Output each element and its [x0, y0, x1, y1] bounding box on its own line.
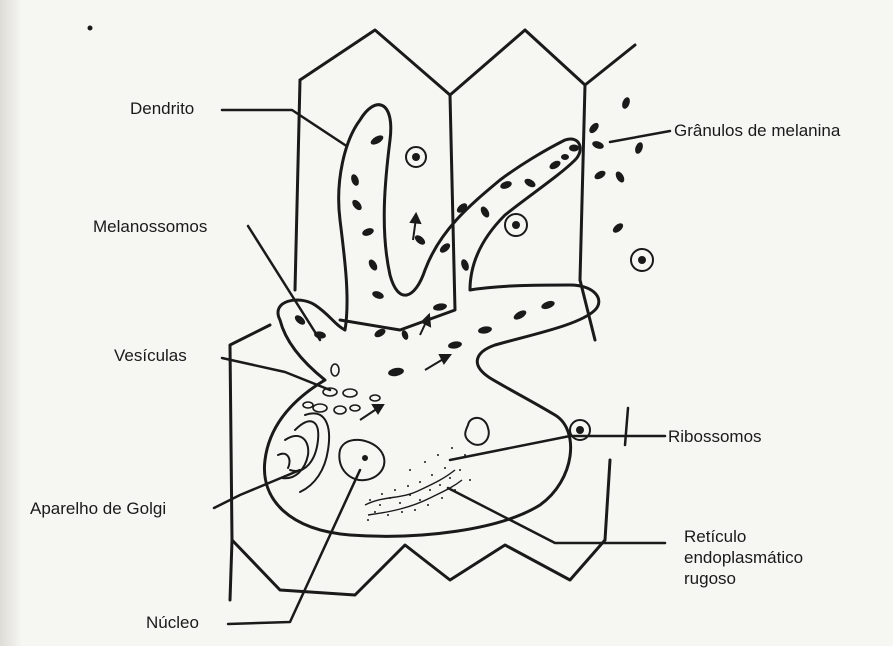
melanin-granule — [634, 141, 645, 155]
keratinocyte-outline — [230, 325, 605, 595]
melanosome — [400, 329, 409, 340]
vesicle — [465, 418, 489, 445]
melanosome — [350, 198, 363, 212]
label-granulos-melanina: Grânulos de melanina — [674, 121, 840, 141]
vesicle — [343, 389, 357, 397]
golgi-stack — [290, 421, 318, 471]
melanosome — [438, 241, 452, 254]
melanosome — [460, 258, 471, 272]
vesicle — [313, 404, 327, 412]
melanosome — [413, 233, 427, 246]
label-reticulo-1: Retículo — [684, 527, 746, 547]
arrow-icon — [411, 214, 420, 223]
melanosome — [361, 227, 375, 238]
melanin-granule — [614, 170, 626, 184]
leader-reticulo — [448, 488, 665, 543]
melanin-granule — [561, 154, 569, 160]
vesicle — [303, 402, 313, 408]
keratinocyte-outline — [300, 30, 455, 330]
melanin-granule — [611, 221, 625, 234]
keratinocyte-outline — [605, 460, 610, 540]
label-reticulo-3: rugoso — [684, 569, 736, 589]
leader-melanossomos — [248, 226, 320, 340]
melanin-granule — [587, 121, 600, 135]
label-nucleo: Núcleo — [146, 613, 199, 633]
melanosome — [432, 302, 447, 311]
label-dendrito: Dendrito — [130, 99, 194, 119]
arrow-icon — [440, 355, 450, 363]
melanosome — [499, 180, 513, 191]
leader-dendrito — [222, 110, 345, 145]
arrow-icon — [373, 405, 383, 413]
vesicle — [350, 405, 360, 411]
label-melanossomos: Melanossomos — [93, 217, 207, 237]
leader-ribossomos — [450, 436, 665, 460]
melanin-granule — [591, 140, 605, 151]
leader-vesiculas — [222, 358, 330, 390]
vesicle — [370, 395, 380, 401]
nucleus-outline — [339, 440, 384, 480]
melanosome — [350, 173, 361, 187]
melanosome-group — [88, 26, 647, 462]
melanosome — [477, 325, 492, 334]
melanosome — [540, 299, 556, 310]
rough-er-outline — [365, 470, 462, 515]
melanosome — [371, 290, 385, 301]
label-vesiculas: Vesículas — [114, 346, 187, 366]
keratinocyte-outline — [585, 45, 635, 85]
melanosome — [479, 205, 491, 219]
label-aparelho-golgi: Aparelho de Golgi — [30, 499, 166, 519]
melanocyte-outline — [264, 105, 598, 537]
melanosome — [548, 159, 562, 171]
leader-granulos — [610, 131, 670, 142]
vesicle — [331, 364, 339, 376]
melanosome — [387, 367, 404, 378]
keratinocyte-outline — [230, 540, 232, 600]
leader-golgi — [214, 470, 300, 508]
vesicle — [334, 406, 346, 414]
arrow-icon — [422, 315, 430, 326]
melanosome — [369, 133, 385, 146]
leader-ribossomos-tick — [625, 408, 628, 445]
melanin-granule — [621, 96, 632, 110]
label-ribossomos: Ribossomos — [668, 427, 762, 447]
melanosome — [447, 340, 462, 349]
label-reticulo-2: endoplasmático — [684, 548, 803, 568]
golgi-stack — [278, 454, 290, 468]
melanin-granule — [569, 145, 579, 152]
melanosome — [512, 308, 528, 321]
melanosome — [523, 177, 537, 189]
melanin-granule — [593, 169, 607, 181]
melanosome — [367, 258, 379, 272]
